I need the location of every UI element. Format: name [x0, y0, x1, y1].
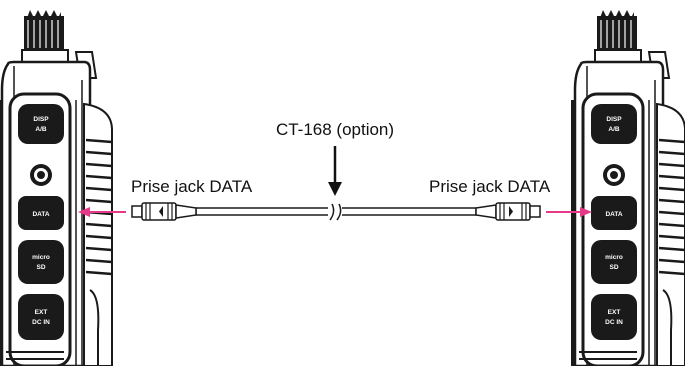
right-jack-label: Prise jack DATA	[429, 177, 551, 196]
data-button-label: DATA	[32, 211, 49, 218]
radio-illustration	[569, 8, 685, 366]
ext-button-label: EXT	[608, 309, 621, 316]
ext-button-label: EXT	[35, 309, 48, 316]
pink-arrow-right-icon	[546, 207, 592, 217]
disp-button-label: DISP	[606, 116, 622, 123]
left-jack-label: Prise jack DATA	[131, 177, 253, 196]
micro-button-label: micro	[605, 254, 623, 261]
radio-illustration	[0, 8, 114, 366]
cable	[131, 202, 541, 221]
disp-button-label: DISP	[33, 116, 49, 123]
plug-icon	[131, 202, 197, 221]
plug-icon	[475, 202, 541, 221]
dcin-button-label: DC IN	[605, 319, 623, 326]
cable-break-icon	[328, 203, 342, 221]
sd-button-label: SD	[609, 264, 618, 271]
radio-right: DISP A/B DATA micro SD EXT DC IN	[569, 8, 685, 366]
radio-left: DISP A/B DATA micro SD EXT DC IN	[0, 8, 114, 366]
data-button-label: DATA	[605, 211, 622, 218]
cable-label: CT-168 (option)	[276, 120, 394, 139]
sd-button-label: SD	[36, 264, 45, 271]
down-arrow-icon	[328, 146, 342, 196]
dcin-button-label: DC IN	[32, 319, 50, 326]
micro-button-label: micro	[32, 254, 50, 261]
pink-arrow-left-icon	[78, 207, 126, 217]
ab-button-label: A/B	[608, 126, 620, 133]
ab-button-label: A/B	[35, 126, 47, 133]
